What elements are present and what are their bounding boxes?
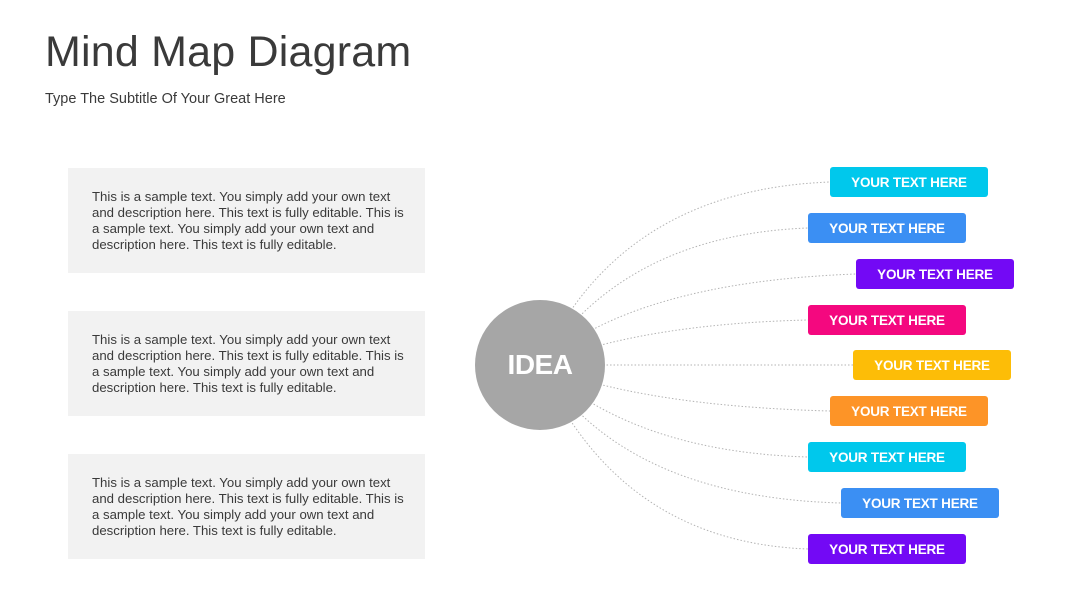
text-box-3-text: This is a sample text. You simply add yo… [92, 475, 404, 538]
mind-map-node-1: YOUR TEXT HERE [830, 167, 988, 197]
text-box-1: This is a sample text. You simply add yo… [68, 168, 425, 273]
mind-map-node-3: YOUR TEXT HERE [856, 259, 1014, 289]
mind-map-node-8: YOUR TEXT HERE [841, 488, 999, 518]
mind-map-node-6: YOUR TEXT HERE [830, 396, 988, 426]
mind-map-node-4: YOUR TEXT HERE [808, 305, 966, 335]
mind-map-node-7: YOUR TEXT HERE [808, 442, 966, 472]
idea-center-node: IDEA [475, 300, 605, 430]
text-box-3: This is a sample text. You simply add yo… [68, 454, 425, 559]
mind-map-node-9: YOUR TEXT HERE [808, 534, 966, 564]
text-box-1-text: This is a sample text. You simply add yo… [92, 189, 404, 252]
text-box-2-text: This is a sample text. You simply add yo… [92, 332, 404, 395]
page-title: Mind Map Diagram [45, 28, 412, 76]
mind-map-node-5: YOUR TEXT HERE [853, 350, 1011, 380]
text-box-2: This is a sample text. You simply add yo… [68, 311, 425, 416]
page-subtitle: Type The Subtitle Of Your Great Here [45, 91, 286, 107]
connector-8 [539, 364, 842, 504]
connector-2 [539, 227, 809, 366]
mind-map-node-2: YOUR TEXT HERE [808, 213, 966, 243]
connector-7 [539, 364, 809, 458]
